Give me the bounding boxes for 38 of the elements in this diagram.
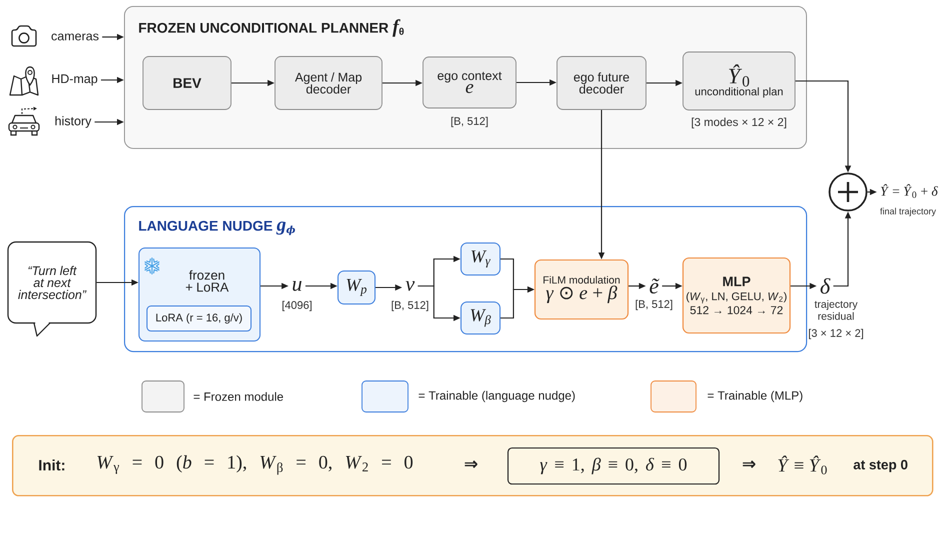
weight-box: W$_{p}$: [338, 270, 376, 304]
weight-box: W$_{β}$: [460, 302, 500, 334]
step-note: at step 0: [854, 460, 908, 472]
mlp-box: MLP (W$_{γ}$, LN, GELU, W$_{2}$) 512 → 1024 → 72: [682, 257, 791, 334]
input-label: HD-map: [52, 74, 98, 86]
legend-label: = Trainable (language nudge): [418, 390, 575, 402]
caption-text: trajectory residual: [814, 300, 858, 320]
adapter-box: LoRA (r = 16, g/v): [146, 306, 252, 332]
dimension-label: [4096]: [282, 300, 312, 312]
caption-text: final trajectory: [880, 208, 936, 216]
dimension-label: [3 × 12 × 2]: [808, 328, 864, 340]
dimension-label: [B, 512]: [451, 116, 488, 128]
input-label: cameras: [52, 34, 99, 40]
vector-symbol: ẽ: [650, 278, 660, 294]
result-box: γ ≡ 1, β ≡ 0, δ ≡ 0: [507, 447, 720, 485]
vector-symbol: u: [292, 281, 302, 291]
dimension-label: [B, 512]: [392, 300, 428, 312]
module-box: Agent / Map decoder: [274, 56, 382, 110]
residual-symbol: δ: [820, 278, 830, 294]
implies-sign: ⇒: [742, 460, 756, 468]
equation: W$_{γ}$ = 0 (b = 1), W$_{β}$ = 0, W$_{2}$ = 0: [97, 455, 413, 475]
equation: Ŷ ≡ Ŷ$_{0}$: [778, 456, 827, 474]
implies-sign: ⇒: [464, 460, 478, 468]
weight-box: W$_{γ}$: [460, 242, 500, 276]
dimension-label: [B, 512]: [636, 300, 672, 310]
input-label: history: [55, 116, 92, 128]
output-box: Ŷ$_{0}$ unconditional plan: [682, 52, 796, 110]
sum-circle: [828, 172, 868, 212]
vector-symbol: v: [406, 281, 415, 291]
module-box: BEV: [142, 56, 232, 110]
dimension-label: [3 modes × 12 × 2]: [692, 118, 786, 128]
module-box: ego context e: [422, 56, 516, 108]
legend-label: = Trainable (MLP): [708, 390, 802, 402]
speech-bubble: “Turn left at next intersection”: [7, 241, 97, 337]
output-formula: Ŷ = Ŷ$_{0}$ + δ: [880, 184, 938, 198]
module-box: ego future decoder: [556, 56, 646, 110]
legend-label: = Frozen module: [194, 392, 284, 401]
film-box: FiLM modulation γ ⊙ e + β: [534, 259, 629, 320]
